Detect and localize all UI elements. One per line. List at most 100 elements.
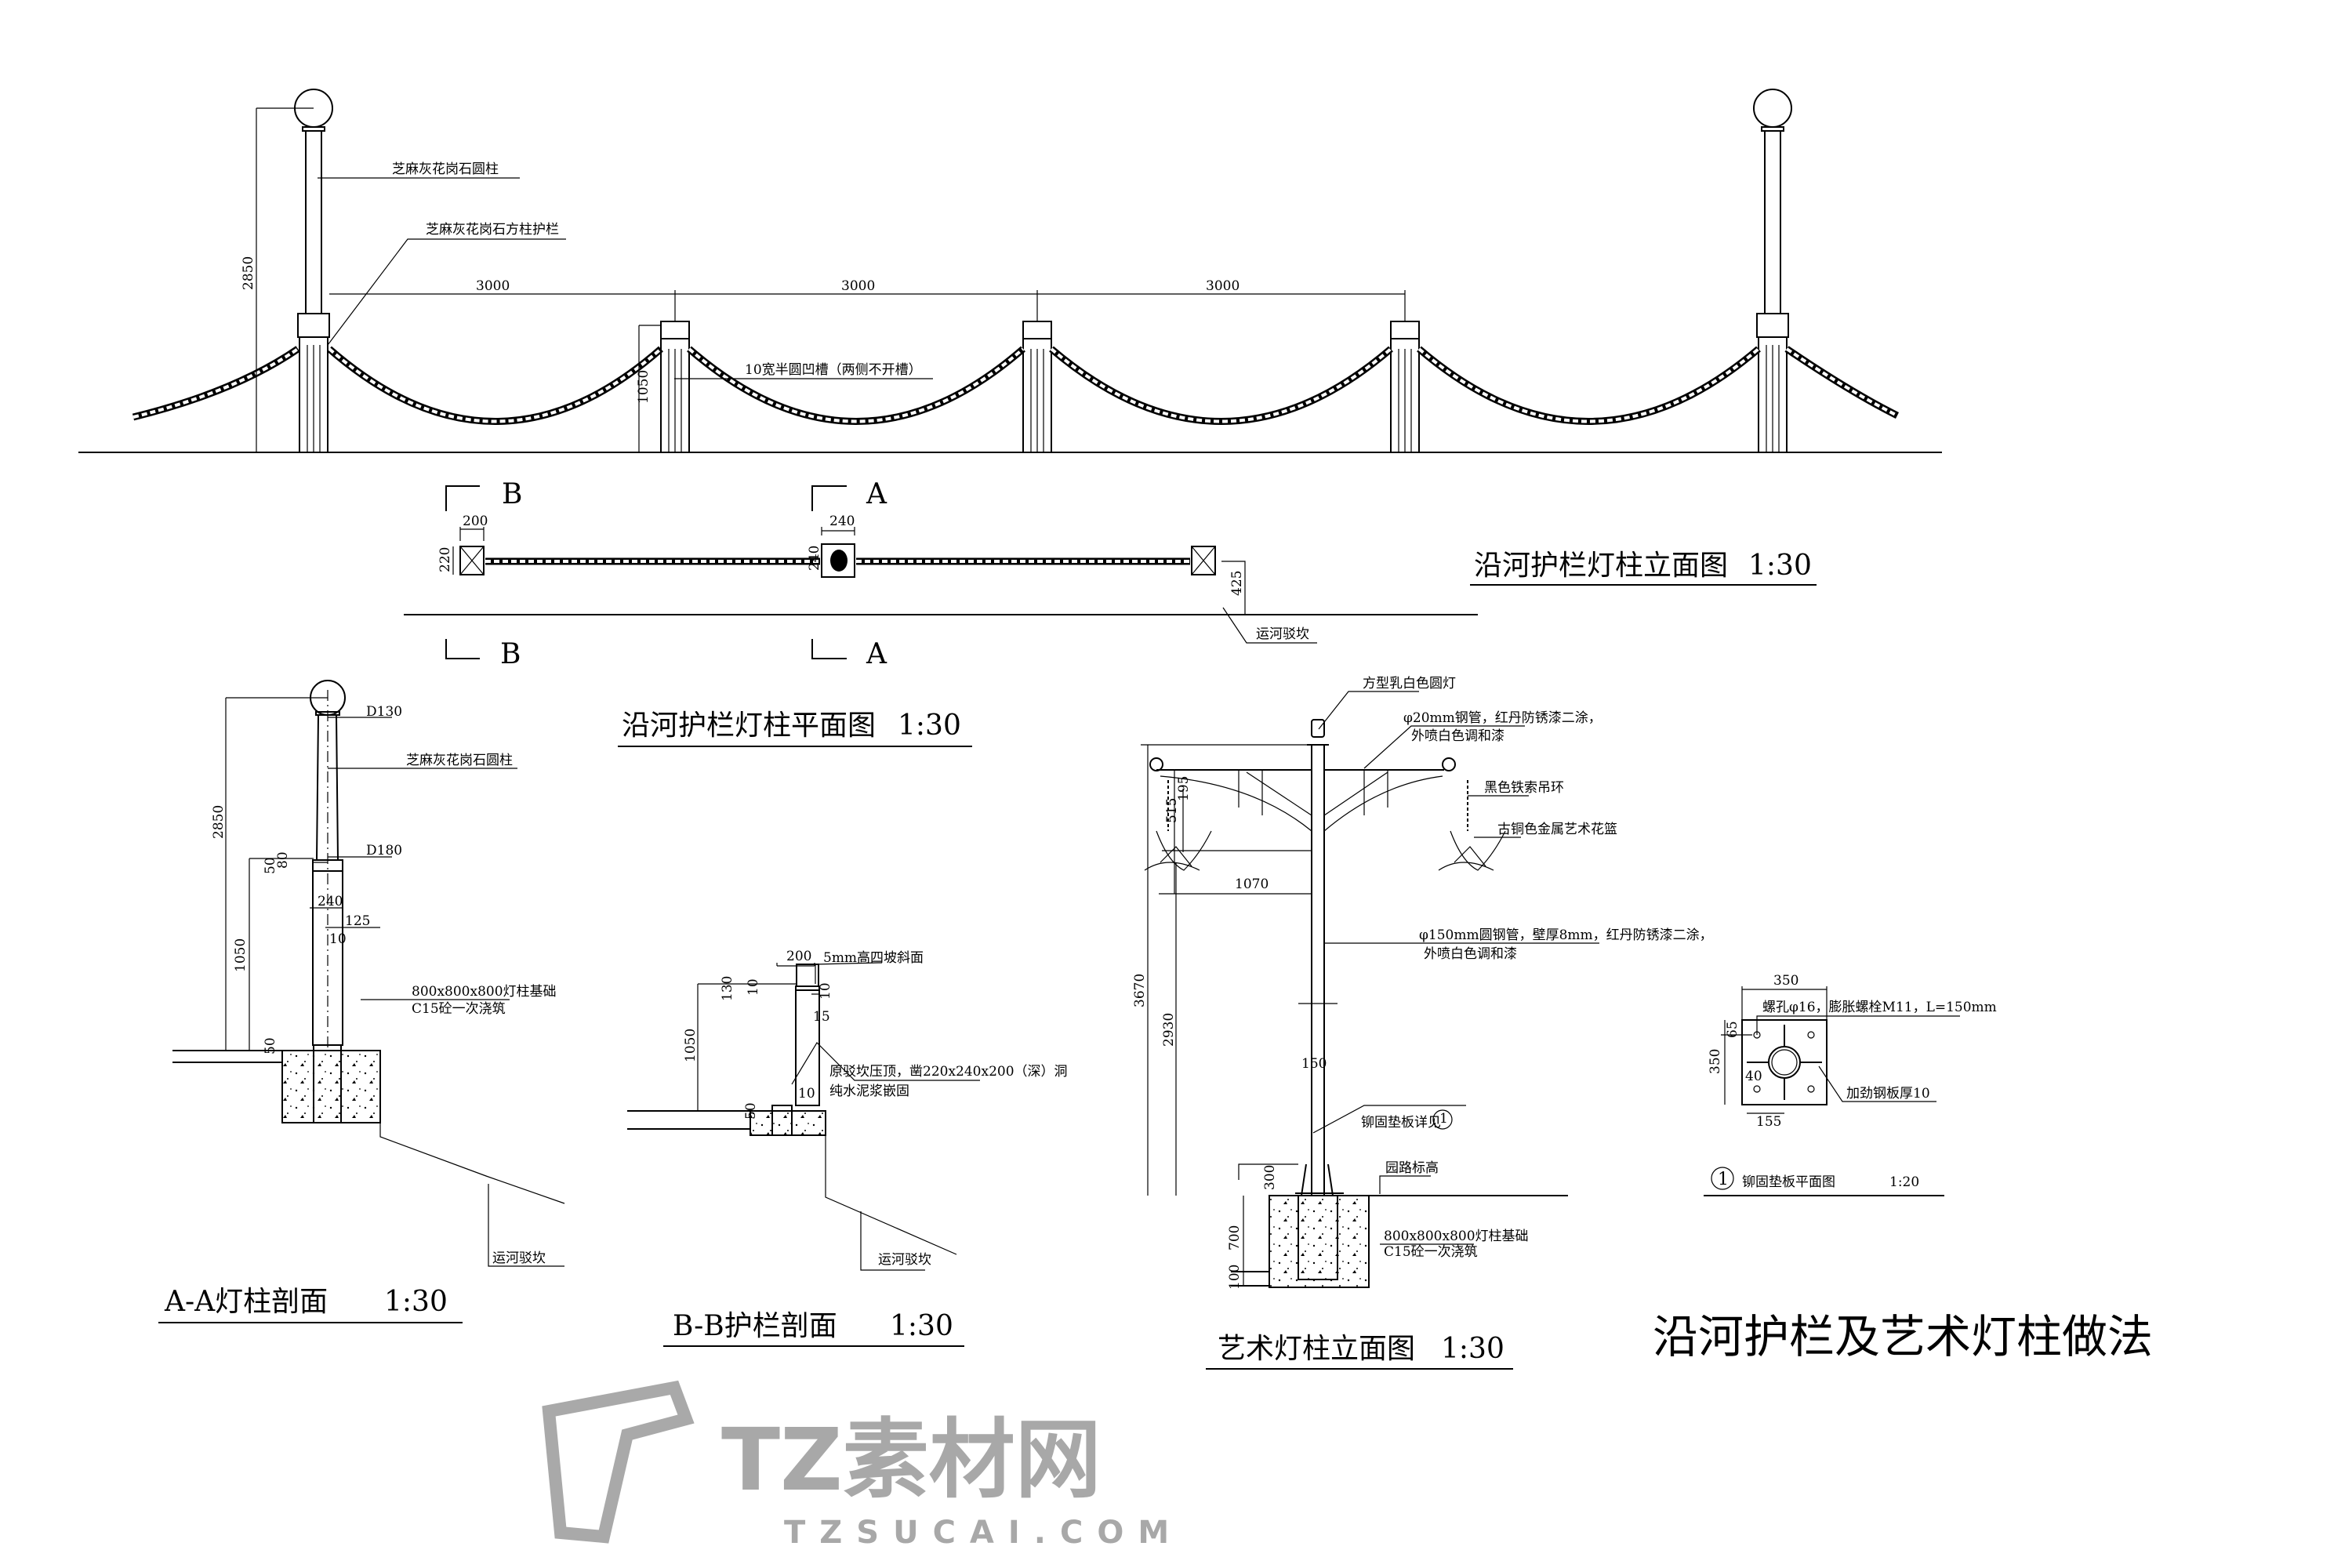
section-a-marker: A	[866, 478, 887, 510]
section-b-marker: B	[500, 638, 521, 670]
dim: 10	[329, 931, 347, 947]
plan-view: B B A A 200 220 240 240 425 运河驳坎 沿河护栏灯柱平…	[404, 478, 1478, 747]
dim: 155	[1756, 1114, 1781, 1130]
watermark-logo-text: TZ素材网	[721, 1410, 1102, 1510]
section-a-marker: A	[866, 638, 887, 670]
detail-number-icon	[1711, 1167, 1734, 1190]
label-column: 芝麻灰花岗石圆柱	[406, 753, 513, 768]
elevation-scale: 1:30	[1748, 550, 1812, 582]
label-foundation: C15砼一次浇筑	[412, 1001, 506, 1017]
guard-post	[1022, 321, 1052, 453]
dim: 80	[275, 851, 291, 869]
label-square-post: 芝麻灰花岗石方柱护栏	[426, 222, 559, 238]
elevation-title: 沿河护栏灯柱立面图	[1474, 550, 1728, 582]
section-b-marker: B	[502, 478, 522, 510]
label-foundation: C15砼一次浇筑	[1384, 1244, 1478, 1260]
lamp-post-plan	[830, 550, 848, 572]
plan-scale: 1:30	[898, 710, 961, 742]
dim: 195	[1176, 776, 1192, 801]
dim-pole: 2930	[1161, 1013, 1177, 1047]
section-aa-scale: 1:30	[384, 1286, 448, 1318]
label-foundation: 800x800x800灯柱基础	[412, 984, 557, 1000]
detail-ref-number: 1	[1439, 1111, 1448, 1127]
dim: 240	[318, 894, 343, 909]
dim: 240	[807, 546, 822, 571]
plate-title: 铆固垫板平面图	[1742, 1174, 1835, 1190]
label-lamp: 方型乳白色圆灯	[1363, 676, 1456, 691]
dim: 50	[263, 857, 278, 874]
dim-height: 2850	[241, 256, 256, 290]
dim-height: 1050	[683, 1029, 699, 1062]
watermark: TZ素材网 TZSUCAI.COM	[542, 1380, 1183, 1551]
dim: 125	[345, 913, 370, 929]
flower-basket-icon	[1144, 830, 1506, 871]
elevation-view: 2850 3000 3000 3000 1050 芝麻灰花岗石圆柱 芝麻灰花岗石…	[78, 89, 1942, 586]
label-base: 原驳坎压顶，凿220x240x200（深）洞	[829, 1064, 1068, 1080]
label-chain: 黑色铁索吊环	[1484, 780, 1564, 796]
label-arm: φ20mm钢管，红丹防锈漆二涂，	[1403, 710, 1602, 726]
dim: 10	[746, 978, 761, 996]
dim: 65	[1725, 1021, 1740, 1038]
section-aa: 运河驳坎 2850 1050 80 50 50 D130 D180 240 12…	[158, 680, 565, 1323]
dim: 15	[813, 1009, 830, 1025]
label-pole: 外喷白色调和漆	[1424, 946, 1517, 962]
dim-total: 3670	[1132, 974, 1148, 1007]
label-base: 纯水泥浆嵌固	[829, 1083, 909, 1099]
label-basket: 古铜色金属艺术花篮	[1497, 822, 1617, 837]
dim: 425	[1229, 571, 1245, 596]
plan-title: 沿河护栏灯柱平面图	[622, 710, 876, 742]
label-pole: φ150mm圆钢管，壁厚8mm，红丹防锈漆二涂，	[1419, 927, 1713, 943]
dim-span: 3000	[1206, 278, 1240, 294]
dim-d180: D180	[366, 843, 402, 858]
label-rib: 加劲钢板厚10	[1846, 1086, 1930, 1102]
dim-post-height: 1050	[233, 938, 249, 972]
lamp-post-right	[1753, 89, 1792, 453]
label-grade: 园路标高	[1385, 1160, 1439, 1176]
dim-post-height: 1050	[636, 370, 652, 404]
lamp-post-left	[294, 89, 333, 453]
dim: 200	[463, 514, 488, 529]
dim: 300	[1262, 1165, 1278, 1190]
dim: 200	[786, 949, 811, 964]
dim-reach: 1070	[1235, 877, 1269, 892]
section-bb-scale: 1:30	[890, 1310, 953, 1342]
dim-span: 3000	[476, 278, 510, 294]
label-arm: 外喷白色调和漆	[1411, 728, 1504, 744]
detail-ref-icon	[1432, 1109, 1453, 1130]
chain	[132, 346, 1900, 425]
label-round-column: 芝麻灰花岗石圆柱	[392, 162, 499, 177]
label-plate: 铆固垫板详见	[1361, 1115, 1441, 1131]
dim-d130: D130	[366, 704, 402, 720]
drawing-main-title: 沿河护栏及艺术灯柱做法	[1653, 1310, 2153, 1363]
dim: 350	[1773, 973, 1798, 989]
art-lamp-elevation: 3670 2930 1070 195 515 150 300 700 100 方…	[1132, 676, 1713, 1370]
dim: 10	[818, 982, 833, 1000]
label-foundation: 800x800x800灯柱基础	[1384, 1229, 1529, 1244]
label-bolt: 螺孔φ16，膨胀螺栓M11，L=150mm	[1762, 1000, 1997, 1015]
guard-post	[660, 321, 690, 453]
label-groove: 10宽半圆凹槽（两侧不开槽）	[745, 362, 922, 378]
dim-height: 2850	[211, 805, 227, 839]
dim: 515	[1164, 798, 1180, 823]
guard-post	[1390, 321, 1420, 453]
dim: 10	[798, 1086, 815, 1102]
dim-span: 3000	[841, 278, 875, 294]
art-lamp-scale: 1:30	[1441, 1333, 1504, 1365]
section-bb: 运河驳坎 200 130 10 10 15 1050 10 50 5mm高四坡斜…	[627, 949, 1068, 1347]
dim: 350	[1708, 1049, 1723, 1074]
art-lamp-title: 艺术灯柱立面图	[1218, 1333, 1415, 1365]
dim: 40	[1745, 1069, 1762, 1084]
dim: 100	[1227, 1265, 1243, 1290]
plate-scale: 1:20	[1889, 1174, 1919, 1190]
detail-number: 1	[1718, 1170, 1729, 1189]
watermark-url: TZSUCAI.COM	[784, 1515, 1183, 1551]
dim: 240	[829, 514, 855, 529]
section-aa-title: A-A灯柱剖面	[164, 1286, 328, 1318]
dim: 50	[743, 1102, 759, 1120]
section-bb-title: B-B护栏剖面	[673, 1310, 837, 1342]
anchor-plate-plan: 350 350 65 40 155 螺孔φ16，膨胀螺栓M11，L=150mm …	[1704, 973, 1997, 1196]
dim: 50	[263, 1037, 278, 1054]
dim: 130	[720, 976, 735, 1001]
label-slope: 运河驳坎	[878, 1252, 931, 1268]
